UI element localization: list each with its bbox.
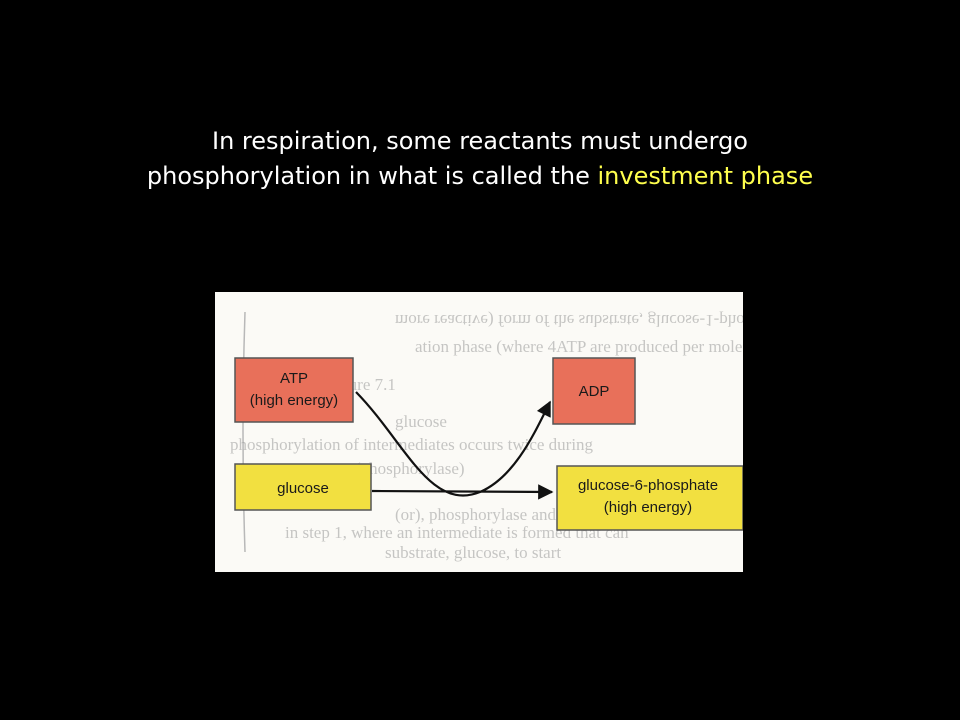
glucose-box-fill <box>234 463 372 511</box>
svg-text:phosphorylation of intermediat: phosphorylation of intermediates occurs … <box>230 435 594 454</box>
atp-box: ATP (high energy) <box>234 357 354 423</box>
glucose-to-g6p-arrow <box>371 484 554 500</box>
glucose-6-phosphate-box-fill <box>556 465 743 531</box>
atp-energy-label: (high energy) <box>250 392 338 409</box>
atp-label: ATP <box>280 370 308 387</box>
glucose-box: glucose <box>234 463 372 511</box>
glucose-6-phosphate-box: glucose-6-phosphate (high energy) <box>556 465 743 531</box>
svg-text:more reactive) form of the sub: more reactive) form of the substrate, gl… <box>395 311 743 330</box>
slide-title: In respiration, some reactants must unde… <box>0 124 960 194</box>
title-line-1: In respiration, some reactants must unde… <box>212 127 748 155</box>
svg-text:ation phase (where 4ATP are pr: ation phase (where 4ATP are produced per… <box>415 337 743 356</box>
svg-text:substrate, glucose, to start: substrate, glucose, to start <box>385 543 561 562</box>
adp-box-fill <box>552 357 636 425</box>
svg-text:(or), phosphorylase and: (or), phosphorylase and <box>395 505 556 524</box>
title-highlight-investment-phase: investment phase <box>597 162 814 190</box>
title-line-2: phosphorylation in what is called the in… <box>0 159 960 194</box>
scan-bleed-through: more reactive) form of the substrate, gl… <box>230 311 743 562</box>
glucose-6-phosphate-label: glucose-6-phosphate <box>578 477 718 494</box>
svg-text:glucose: glucose <box>395 412 447 431</box>
phosphorylation-figure: more reactive) form of the substrate, gl… <box>215 292 743 572</box>
atp-box-fill <box>234 357 354 423</box>
svg-text:(phosphorylase): (phosphorylase) <box>355 459 465 478</box>
adp-box: ADP <box>552 357 636 425</box>
scan-edge-line <box>242 311 246 553</box>
glucose-6-phosphate-energy-label: (high energy) <box>604 499 692 516</box>
svg-text:in step 1, where an intermedia: in step 1, where an intermediate is form… <box>285 523 629 542</box>
glucose-label: glucose <box>277 480 329 497</box>
adp-label: ADP <box>579 383 610 400</box>
title-line-2-text: phosphorylation in what is called the <box>146 162 598 190</box>
atp-to-adp-arrow <box>355 391 551 497</box>
phosphorylation-diagram: more reactive) form of the substrate, gl… <box>215 292 743 572</box>
